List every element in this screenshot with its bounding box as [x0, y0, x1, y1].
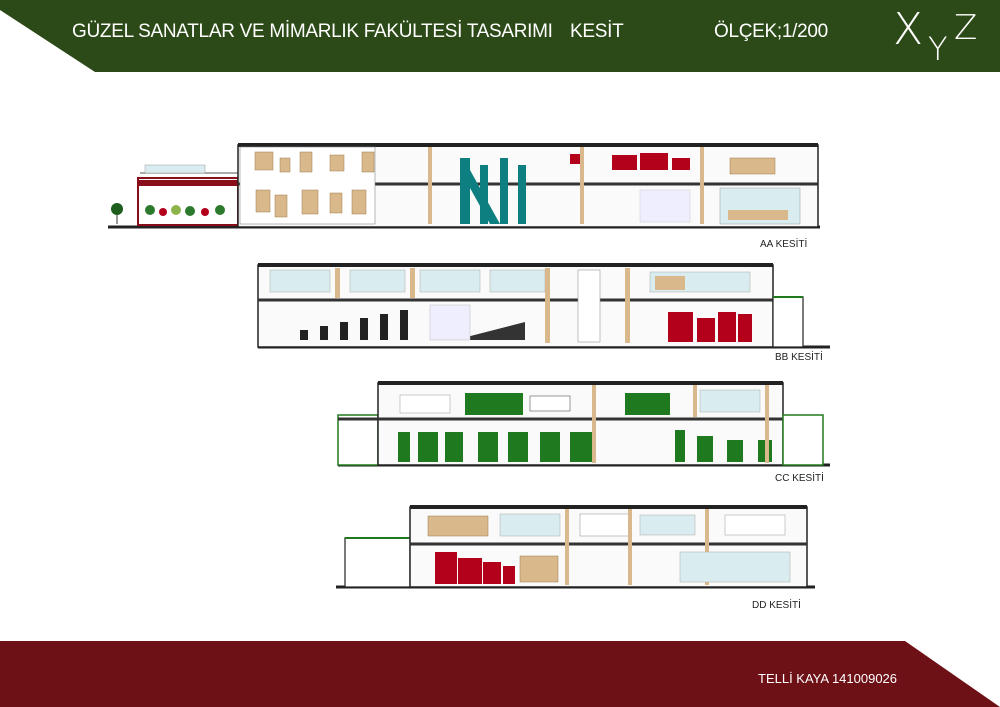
author-label: TELLİ KAYA 141009026: [758, 671, 898, 686]
section-aa-label: AA KESİTİ: [760, 239, 808, 250]
section-cc-label: CC KESİTİ: [775, 473, 824, 484]
sheet-title: GÜZEL SANATLAR VE MİMARLIK FAKÜLTESİ TAS…: [72, 21, 553, 42]
logo-z: Z: [954, 8, 978, 48]
logo-y: Y: [928, 30, 948, 68]
section-bb-label: BB KESİTİ: [775, 352, 823, 363]
logo-x: X: [893, 4, 924, 55]
section-dd-label: DD KESİTİ: [752, 600, 801, 611]
header-banner: [0, 0, 1000, 72]
scale-label: ÖLÇEK;1/200: [714, 21, 828, 42]
drawing-type: KESİT: [570, 21, 624, 42]
